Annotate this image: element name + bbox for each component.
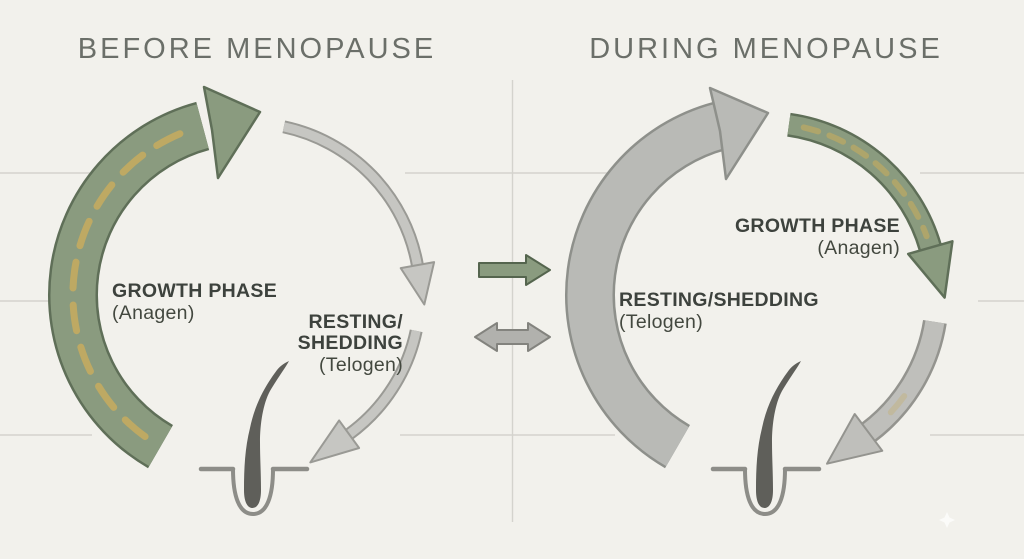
hair-strand (244, 361, 289, 508)
phase-subname: (Anagen) (112, 302, 195, 324)
growth-phase-arrow-before (47, 85, 262, 469)
resting-arrow-main-during (564, 86, 770, 469)
guide-lines (0, 80, 1024, 522)
panel-title-during: DURING MENOPAUSE (589, 33, 943, 65)
gold-dash-line (69, 127, 192, 441)
phase-name: RESTING/SHEDDING (619, 289, 819, 311)
phase-name: RESTING/ (308, 311, 403, 333)
hair-strand (756, 361, 801, 508)
phase-subname: (Anagen) (817, 237, 900, 259)
resting-phase-label-during: RESTING/SHEDDING (Telogen) (619, 289, 819, 334)
gold-dash-line (800, 124, 930, 240)
watermark-sparkle-icon (939, 512, 955, 528)
phase-name: SHEDDING (297, 332, 403, 354)
phase-subname: (Telogen) (319, 354, 403, 376)
hair-follicle-before (198, 361, 310, 517)
exchange-arrows-icon (474, 322, 551, 352)
growth-phase-label-before: GROWTH PHASE (Anagen) (112, 280, 278, 325)
phase-subname: (Telogen) (619, 311, 703, 333)
resting-arrow-upper-before (282, 120, 436, 306)
transition-arrow-icon (478, 254, 551, 286)
panel-title-before: BEFORE MENOPAUSE (77, 33, 437, 65)
phase-name: GROWTH PHASE (112, 280, 278, 302)
phase-name: GROWTH PHASE (734, 215, 900, 237)
growth-phase-label-during: GROWTH PHASE (Anagen) (734, 215, 900, 260)
resting-arrow-lower-during (826, 319, 947, 465)
resting-phase-label-before: RESTING/ SHEDDING (Telogen) (297, 311, 403, 377)
hair-follicle-during (710, 361, 822, 517)
growth-phase-arrow-during (787, 112, 954, 299)
resting-arrow-lower-before (309, 329, 423, 464)
